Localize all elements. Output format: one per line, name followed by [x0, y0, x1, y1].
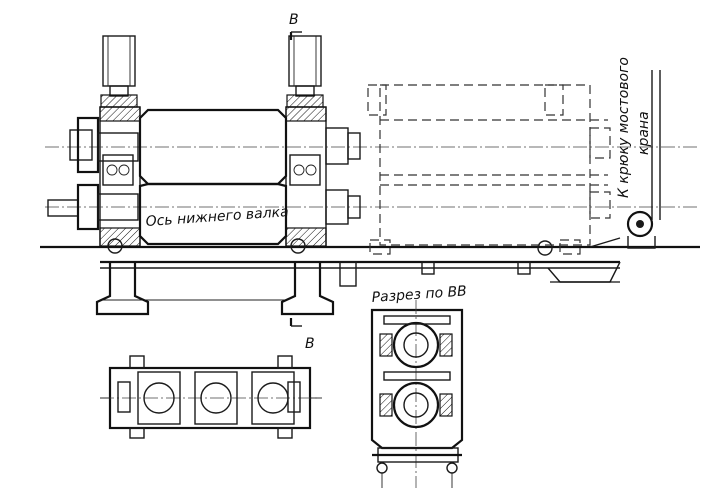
section-title: Разрез по ВВ	[371, 283, 467, 306]
to-crane-label: К крюку мостового	[616, 57, 632, 198]
section-bb-view: Разрез по ВВ	[370, 283, 467, 488]
crane-label: крана	[636, 111, 652, 155]
section-mark-bottom-label: В	[305, 336, 315, 352]
bottom-roll-axis-label: Ось нижнего валка	[145, 204, 289, 230]
plan-view	[100, 355, 322, 439]
crane-pulley	[589, 70, 661, 249]
withdrawn-stand-dashed	[367, 84, 611, 255]
upper-roll	[45, 108, 700, 186]
section-marker-bottom: В	[289, 318, 315, 352]
left-foot	[95, 262, 150, 316]
main-elevation-view: В В Ось нижнего валка К крюку мостового …	[40, 12, 700, 352]
rail-supports	[421, 261, 531, 275]
right-housing	[285, 106, 327, 248]
centre-bracket	[339, 261, 357, 287]
right-foot	[280, 262, 335, 316]
right-top-cylinder	[286, 35, 324, 108]
lower-roll	[45, 182, 700, 246]
left-housing	[99, 106, 141, 248]
section-marker-top: В	[289, 12, 302, 40]
left-top-cylinder	[100, 35, 138, 108]
section-mark-top-label: В	[289, 12, 299, 28]
